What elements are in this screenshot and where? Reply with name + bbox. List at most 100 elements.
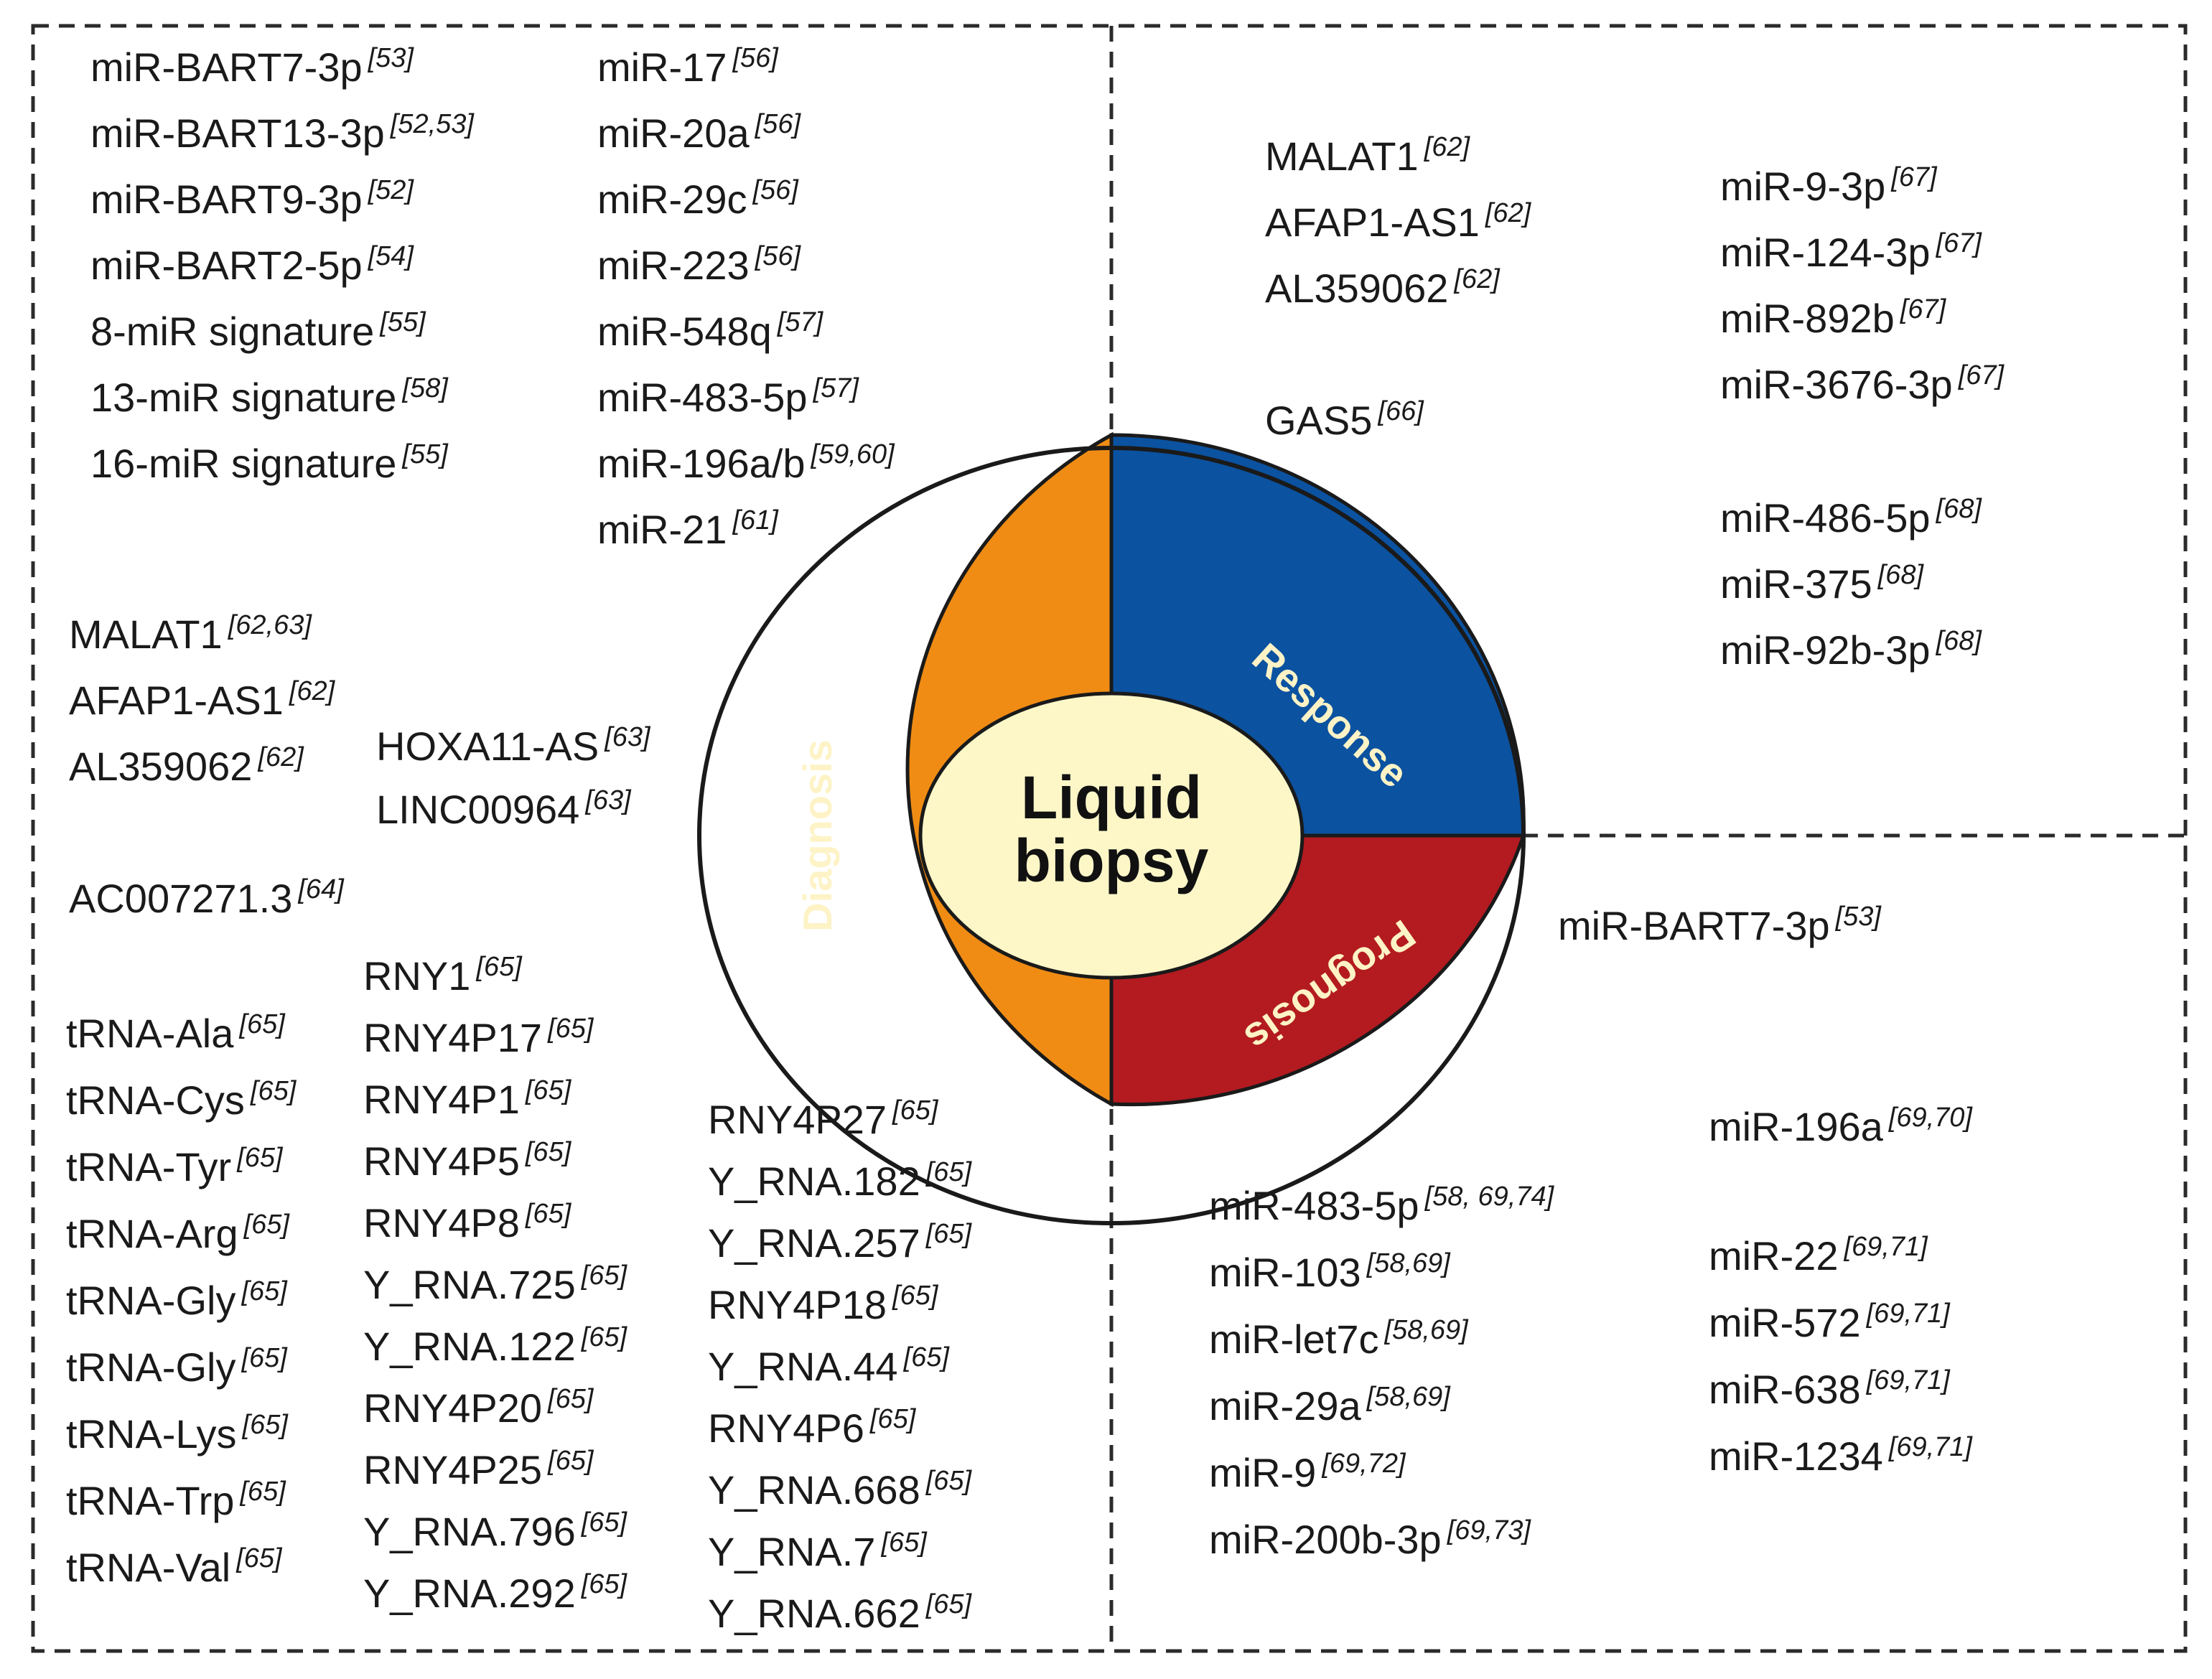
reference-citation: [69,71] — [1844, 1232, 1928, 1262]
response-lncrna-extra: GAS5[66] — [1265, 398, 1424, 467]
list-item: AC007271.3[64] — [69, 876, 344, 945]
list-item: Y_RNA.182[65] — [708, 1159, 971, 1223]
list-item: Y_RNA.44[65] — [708, 1344, 971, 1408]
prognosis-top-list: miR-BART7-3p[53] — [1558, 903, 1881, 972]
rna-name: miR-486-5p — [1720, 495, 1931, 541]
center-ellipse — [918, 691, 1305, 980]
rna-name: MALAT1 — [69, 612, 223, 657]
list-item: Y_RNA.257[65] — [708, 1220, 971, 1285]
rna-name: miR-22 — [1709, 1233, 1839, 1278]
rna-name: miR-892b — [1720, 296, 1895, 341]
rna-name: tRNA-Gly — [66, 1278, 236, 1323]
rna-name: Y_RNA.668 — [708, 1467, 920, 1512]
list-item: RNY4P6[65] — [708, 1406, 971, 1470]
diagnosis-label: Diagnosis — [795, 739, 840, 932]
reference-citation: [65] — [892, 1281, 938, 1311]
list-item: miR-BART7-3p[53] — [1558, 903, 1881, 972]
list-item: miR-9[69,72] — [1209, 1450, 1554, 1520]
list-item: RNY1[65] — [363, 953, 627, 1018]
rna-name: AFAP1-AS1 — [1265, 200, 1480, 245]
reference-citation: [65] — [581, 1322, 627, 1352]
list-item: miR-92b-3p[68] — [1720, 627, 1982, 696]
diagnosis-lncrna-list-left: MALAT1[62,63] AFAP1-AS1[62]AL359062 [62] — [69, 612, 335, 813]
reference-citation: [53] — [368, 43, 414, 73]
reference-citation: [65] — [925, 1589, 972, 1619]
outer-ellipse-outline — [697, 446, 1526, 1225]
rna-name: miR-483-5p — [1209, 1183, 1419, 1228]
rna-name: miR-223 — [597, 243, 750, 288]
list-item: LINC00964[63] — [376, 787, 650, 853]
rna-name: RNY4P8 — [363, 1200, 520, 1245]
reference-citation: [69,71] — [1866, 1299, 1950, 1329]
list-item: AFAP1-AS1[62] — [1265, 200, 1531, 268]
reference-citation: [69,70] — [1888, 1103, 1972, 1133]
diagnosis-mirna-list-right: miR-17[56]miR-20a[56]miR-29c[56]miR-223[… — [597, 45, 895, 576]
rna-name: miR-BART7-3p — [1558, 903, 1830, 948]
reference-citation: [62] — [289, 676, 335, 706]
rna-name: tRNA-Ala — [66, 1011, 234, 1056]
reference-citation: [56] — [755, 109, 801, 139]
rna-name: tRNA-Cys — [66, 1077, 245, 1123]
reference-citation: [65] — [241, 1343, 287, 1373]
reference-citation: [67] — [1936, 228, 1982, 258]
list-item: AL359062[62] — [1265, 266, 1531, 335]
reference-citation: [68] — [1936, 494, 1982, 524]
reference-citation: [65] — [241, 1276, 287, 1306]
rna-name: Y_RNA.7 — [708, 1529, 876, 1574]
reference-citation: [62,63] — [228, 610, 312, 640]
list-item: AFAP1-AS1[62] — [69, 678, 335, 747]
list-item: tRNA-Ala[65] — [66, 1011, 296, 1080]
reference-citation: [65] — [548, 1014, 594, 1044]
rna-name: AL359062 — [69, 744, 253, 789]
reference-citation: [65] — [239, 1009, 285, 1039]
reference-citation: [65] — [925, 1466, 972, 1496]
rna-name: 16-miR signature — [90, 441, 397, 486]
rna-name: miR-92b-3p — [1720, 627, 1931, 673]
center-label-line1: Liquid — [1021, 764, 1202, 831]
list-item: miR-223[56] — [597, 243, 895, 312]
list-item: miR-486-5p[68] — [1720, 495, 1982, 564]
rna-name: Y_RNA.796 — [363, 1509, 576, 1554]
rna-name: RNY4P6 — [708, 1406, 864, 1451]
rna-name: miR-572 — [1709, 1300, 1861, 1345]
reference-citation: [57] — [777, 307, 823, 337]
list-item: Y_RNA.668[65] — [708, 1467, 971, 1532]
list-item: 16-miR signature[55] — [90, 441, 474, 510]
list-item: tRNA-Gly[65] — [66, 1278, 296, 1347]
list-item: RNY4P18[65] — [708, 1282, 971, 1347]
reference-citation: [65] — [581, 1569, 627, 1599]
center-label-line2: biopsy — [1014, 827, 1209, 894]
reference-citation: [65] — [925, 1157, 972, 1187]
rna-name: miR-375 — [1720, 561, 1872, 607]
reference-citation: [68] — [1936, 626, 1982, 656]
rna-name: HOXA11-AS — [376, 724, 599, 769]
reference-citation: [58,69] — [1384, 1315, 1468, 1345]
reference-citation: [63] — [605, 722, 650, 752]
rna-name: miR-20a — [597, 111, 750, 156]
reference-citation: [56] — [752, 175, 798, 205]
reference-citation: [65] — [869, 1404, 916, 1434]
rna-name: miR-BART7-3p — [90, 45, 363, 90]
reference-citation: [65] — [925, 1219, 972, 1249]
rna-name: miR-103 — [1209, 1250, 1361, 1295]
list-item: Y_RNA.662[65] — [708, 1591, 971, 1655]
diagnosis-yrna-list-1: RNY1[65]RNY4P17[65]RNY4P1[65]RNY4P5[65]R… — [363, 953, 627, 1635]
list-item: miR-892b[67] — [1720, 296, 2004, 365]
reference-citation: [67] — [1958, 360, 2005, 390]
list-item: miR-BART13-3p[52,53] — [90, 111, 474, 179]
list-item: miR-29a[58,69] — [1209, 1383, 1554, 1453]
rna-name: miR-9 — [1209, 1450, 1317, 1495]
list-item: 8-miR signature[55] — [90, 309, 474, 378]
list-item: MALAT1[62] — [1265, 134, 1531, 202]
rna-name: RNY4P18 — [708, 1282, 887, 1327]
prognosis-mirna-list-right: miR-22[69,71]miR-572[69,71]miR-638[69,71… — [1709, 1233, 1972, 1503]
list-item: tRNA-Tyr[65] — [66, 1144, 296, 1214]
rna-name: Y_RNA.725 — [363, 1262, 576, 1307]
reference-citation: [62] — [1454, 264, 1500, 294]
reference-citation: [63] — [585, 785, 631, 815]
list-item: miR-21[61] — [597, 507, 895, 576]
reference-citation: [57] — [813, 373, 859, 403]
list-item: miR-22[69,71] — [1709, 1233, 1972, 1303]
rna-name: MALAT1 — [1265, 134, 1419, 179]
list-item: miR-17[56] — [597, 45, 895, 113]
